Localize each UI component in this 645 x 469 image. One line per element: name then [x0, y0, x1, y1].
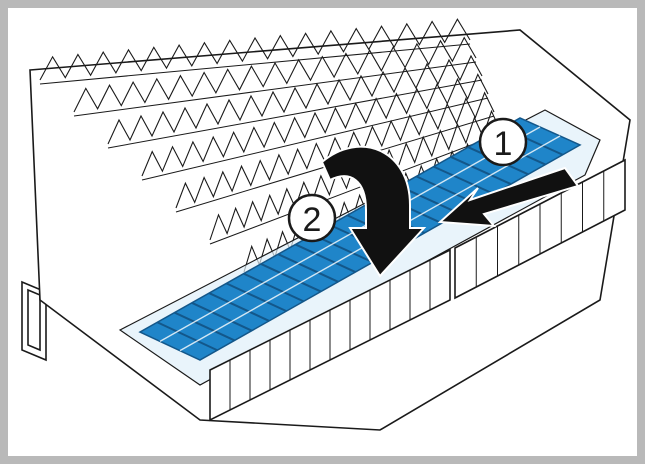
tray-rail	[159, 126, 541, 342]
tray-slat	[295, 243, 356, 273]
arrow-left-icon	[437, 166, 580, 228]
step-2-badge	[287, 193, 337, 243]
tray-slat	[225, 282, 287, 313]
tine-rail	[39, 43, 471, 85]
tray-slat	[156, 321, 218, 352]
tine-rail	[141, 97, 489, 181]
rack-left-wall	[21, 280, 47, 362]
tray-slat	[191, 301, 253, 332]
step-1-marker: 1	[437, 117, 580, 228]
step-1-badge	[478, 117, 528, 167]
tine-row	[39, 18, 471, 81]
tray-slat	[243, 272, 305, 303]
step-2-marker: 2	[287, 145, 427, 278]
step-1-label: 1	[494, 125, 513, 163]
tine-rail	[73, 61, 477, 117]
tine-row	[73, 36, 477, 113]
tray-slat	[174, 311, 235, 342]
tray-slat	[277, 253, 339, 283]
tine-row	[141, 73, 489, 177]
tray-slat	[208, 292, 270, 322]
step-2-label: 2	[303, 201, 322, 239]
tine-row	[175, 91, 495, 209]
tine-row	[107, 54, 483, 145]
tray-slat	[260, 263, 322, 293]
tray-slat	[433, 165, 495, 195]
tine-rail	[107, 79, 483, 149]
tray-slat	[450, 155, 512, 186]
arrow-curved-down-icon	[320, 145, 427, 278]
